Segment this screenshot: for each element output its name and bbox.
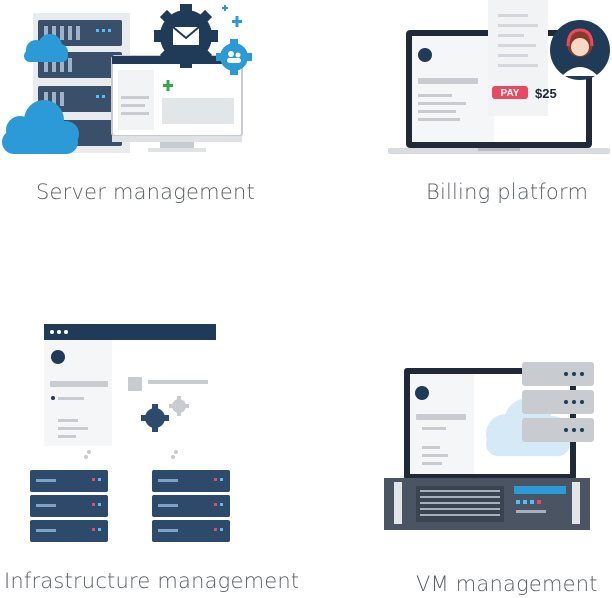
cloud-icon <box>2 100 79 154</box>
pay-label: PAY <box>501 88 520 99</box>
users-icon <box>227 51 241 63</box>
caption-server-management: Server management <box>36 180 255 204</box>
infrastructure-illustration <box>30 324 230 542</box>
plus-icon <box>222 5 242 27</box>
plus-icon <box>163 80 173 91</box>
tile-server-management: Server management <box>0 0 260 215</box>
server-rack-icon <box>152 470 230 542</box>
server-stack-icon <box>522 362 594 442</box>
gear-icon <box>141 404 169 432</box>
browser-window-icon <box>44 324 216 446</box>
mail-icon <box>172 26 200 45</box>
rack-unit-icon <box>384 478 590 530</box>
server-management-illustration <box>2 4 252 154</box>
monitor-icon <box>111 55 243 152</box>
amount-label: $25 <box>535 86 557 101</box>
caption-infrastructure-management: Infrastructure management <box>4 569 300 593</box>
tile-vm-management: VM management <box>380 320 612 598</box>
pay-badge <box>492 86 528 99</box>
gear-icon <box>169 396 189 416</box>
gear-icon <box>216 39 252 75</box>
tile-infrastructure-management: Infrastructure management <box>0 320 300 598</box>
caption-billing-platform: Billing platform <box>426 180 589 204</box>
tile-billing-platform: PAY $25 Billing platform <box>380 0 612 215</box>
support-agent-avatar-icon <box>550 20 610 80</box>
billing-platform-illustration: PAY $25 <box>388 0 610 154</box>
vm-management-illustration <box>384 362 594 530</box>
cloud-icon <box>24 34 68 62</box>
caption-vm-management: VM management <box>416 572 598 596</box>
server-rack-icon <box>30 470 108 542</box>
